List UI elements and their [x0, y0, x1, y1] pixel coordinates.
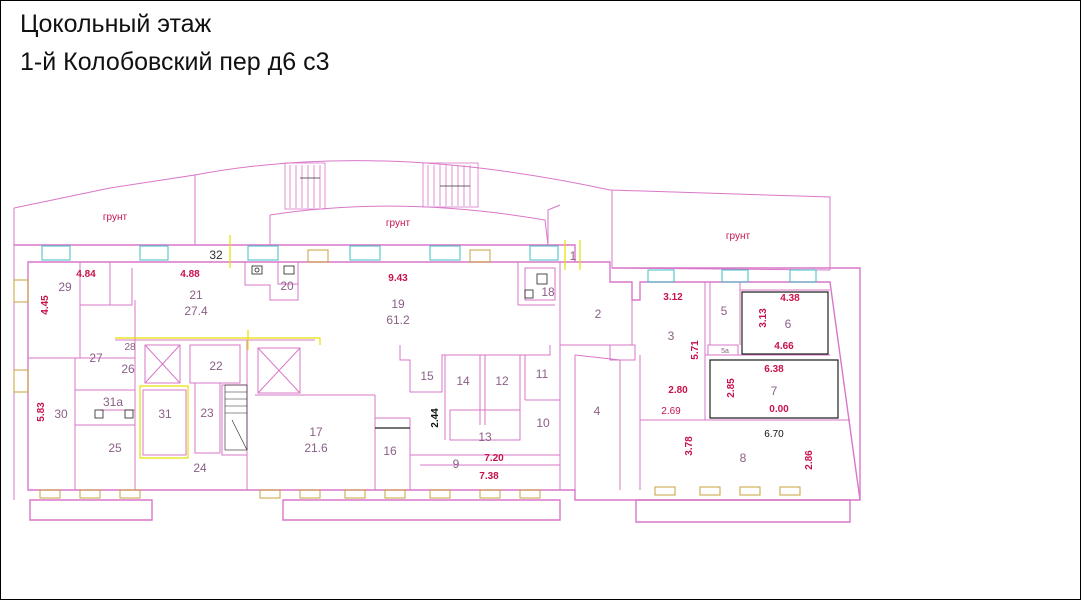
- ground-label-right: грунт: [726, 231, 751, 242]
- windows: [41, 245, 817, 283]
- room-22: 22: [209, 359, 223, 373]
- ground-labels: грунт грунт грунт: [103, 212, 751, 242]
- dimension-4-66: 4.66: [774, 341, 794, 352]
- room-23: 23: [200, 406, 214, 420]
- room-16: 16: [383, 444, 397, 458]
- sanitary-fixtures: [94, 265, 548, 419]
- yellow-markers: [115, 235, 581, 459]
- room-13: 13: [478, 430, 492, 444]
- room-17: 17: [309, 425, 323, 439]
- room-27: 27: [89, 351, 103, 365]
- dimension-3-78: 3.78: [684, 436, 695, 456]
- dimension-2-69: 2.69: [661, 406, 681, 417]
- floor-title: Цокольный этаж: [20, 10, 212, 38]
- room-29: 29: [58, 280, 72, 294]
- dimension-2-44: 2.44: [430, 408, 441, 428]
- dimension-2-85: 2.85: [726, 378, 737, 398]
- room-12: 12: [495, 374, 509, 388]
- dimension-6-38: 6.38: [764, 364, 784, 375]
- room-31: 31: [158, 407, 172, 421]
- room-2: 2: [595, 307, 602, 321]
- room-21-area: 27.4: [184, 304, 208, 318]
- room-numbers: 1 2 3 4 5 5a 6 7 8 9 10 11 12 13 14 15 1…: [54, 248, 791, 475]
- entrance-stairs: [284, 162, 479, 210]
- ground-zone-outlines: [13, 160, 831, 500]
- room-3: 3: [668, 329, 675, 343]
- room-30: 30: [54, 407, 68, 421]
- room-15: 15: [420, 369, 434, 383]
- room-9: 9: [453, 457, 460, 471]
- dimension-3-12: 3.12: [663, 292, 683, 303]
- room-18: 18: [541, 285, 555, 299]
- dimension-3-13: 3.13: [758, 308, 769, 328]
- dimension-5-71: 5.71: [690, 340, 701, 360]
- structural-lines: [375, 291, 839, 429]
- room-20: 20: [280, 279, 294, 293]
- room-21: 21: [189, 288, 203, 302]
- ground-label-center: грунт: [386, 218, 411, 229]
- room-5a: 5a: [721, 348, 729, 355]
- dimension-2-80: 2.80: [668, 385, 688, 396]
- dimension-4-45: 4.45: [40, 295, 51, 315]
- room-26: 26: [121, 362, 135, 376]
- dimension-4-88: 4.88: [180, 269, 200, 280]
- room-10: 10: [536, 416, 550, 430]
- dimension-0-00: 0.00: [769, 404, 789, 415]
- dimension-7-20: 7.20: [484, 453, 504, 464]
- dimension-6-70: 6.70: [764, 429, 784, 440]
- dimension-9-43: 9.43: [388, 273, 408, 284]
- interior-walls: [28, 261, 850, 490]
- wall-hatching: [13, 249, 801, 499]
- room-19: 19: [391, 297, 405, 311]
- dimension-4-38: 4.38: [780, 293, 800, 304]
- room-8: 8: [740, 451, 747, 465]
- floor-plan: грунт грунт грунт 1 2 3 4 5 5a 6 7 8 9 1…: [13, 160, 861, 523]
- internal-staircase: [224, 384, 248, 451]
- room-4: 4: [594, 404, 601, 418]
- room-7: 7: [771, 384, 778, 398]
- dimension-2-86: 2.86: [804, 450, 815, 470]
- room-11: 11: [536, 367, 549, 381]
- dimension-7-38: 7.38: [479, 471, 499, 482]
- room-19-area: 61.2: [386, 313, 410, 327]
- address-title: 1-й Колобовский пер д6 с3: [20, 48, 330, 76]
- room-1: 1: [570, 249, 577, 263]
- room-5: 5: [721, 304, 728, 318]
- room-32: 32: [209, 248, 223, 262]
- room-31a: 31а: [103, 395, 123, 409]
- room-14: 14: [456, 374, 470, 388]
- room-6: 6: [785, 317, 792, 331]
- dimension-labels: 4.84 4.88 9.43 4.45 3.12 4.38 3.13 4.66 …: [36, 269, 815, 482]
- room-28: 28: [124, 342, 136, 353]
- room-25: 25: [108, 441, 122, 455]
- dimension-5-83: 5.83: [36, 402, 47, 422]
- room-17-area: 21.6: [304, 441, 328, 455]
- room-24: 24: [193, 461, 207, 475]
- ground-label-left: грунт: [103, 212, 128, 223]
- dimension-4-84: 4.84: [76, 269, 96, 280]
